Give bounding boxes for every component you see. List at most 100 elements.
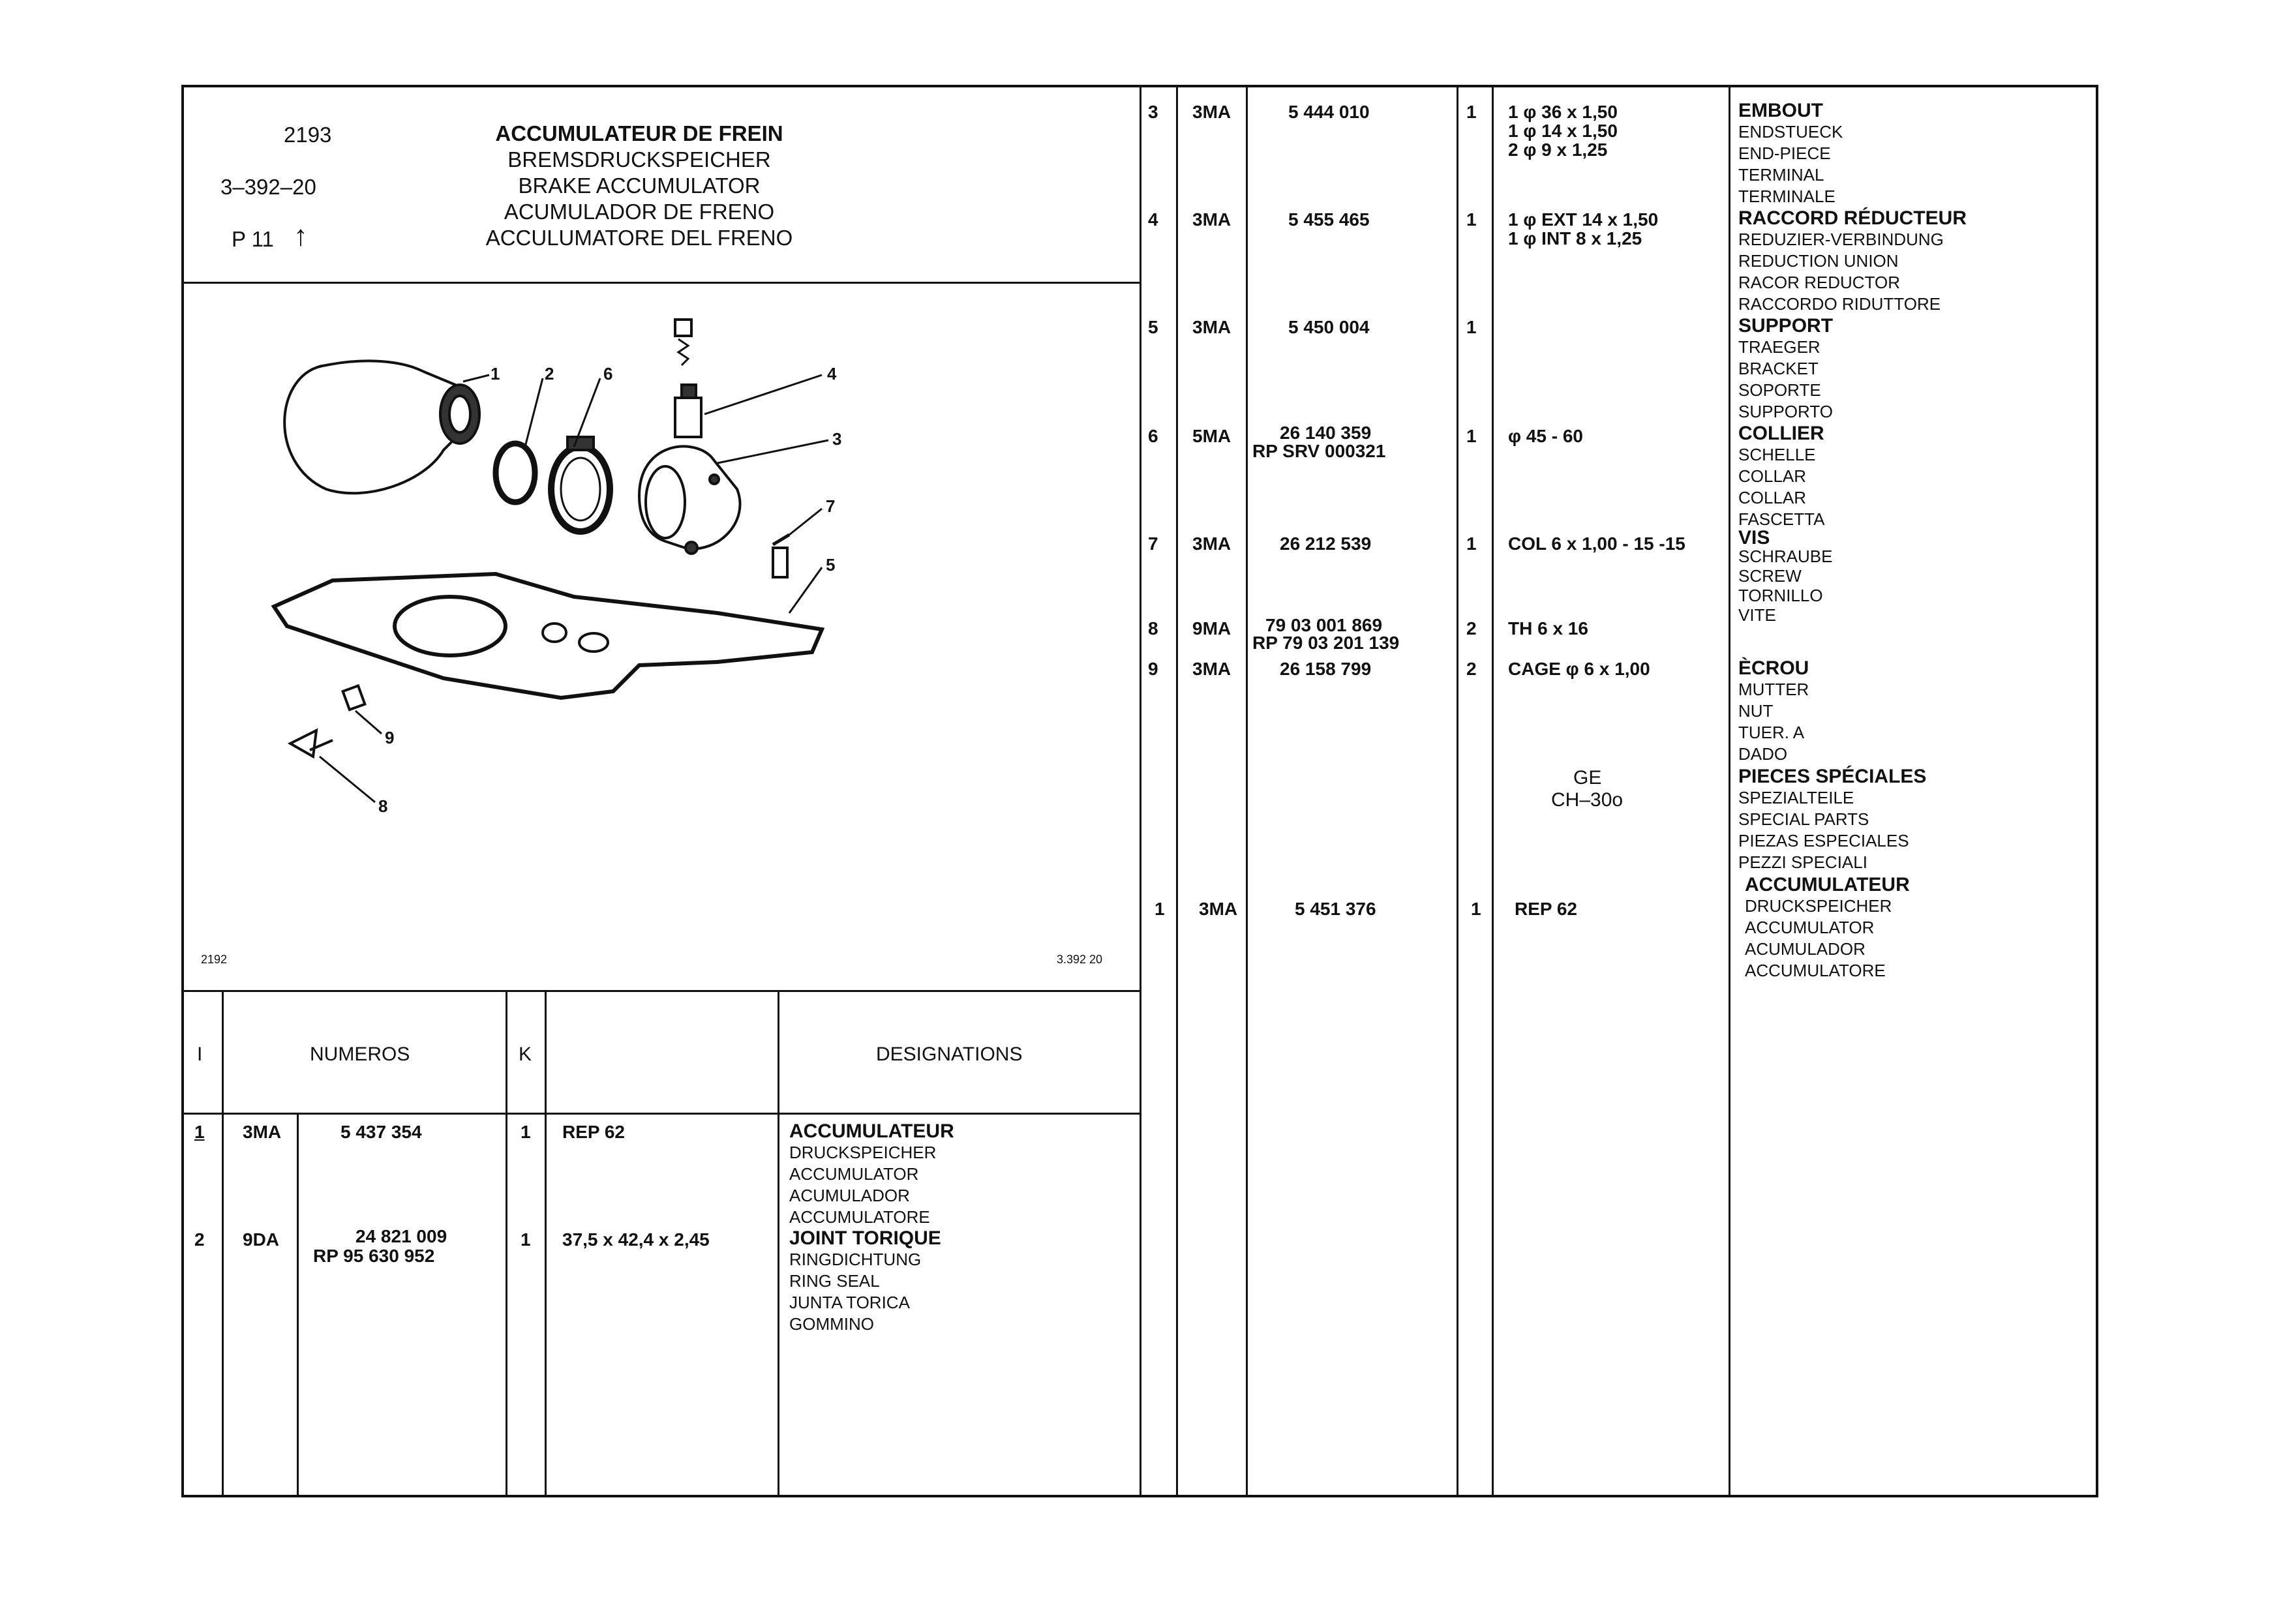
row-prefix: 3MA xyxy=(1192,317,1231,337)
designation-en: ACCUMULATOR xyxy=(789,1164,919,1184)
designation-es: TERMINAL xyxy=(1738,165,1824,185)
row-k: 2 xyxy=(1466,659,1477,679)
row-spec: REP 62 xyxy=(562,1122,625,1142)
divider-right-k xyxy=(1492,85,1494,1497)
designation-en: RING SEAL xyxy=(789,1271,880,1291)
row-number-alt: RP 79 03 201 139 xyxy=(1252,633,1400,653)
cage-nut-icon xyxy=(341,683,367,712)
row-spec-1: φ 45 - 60 xyxy=(1508,426,1583,446)
designation-fr: ÈCROU xyxy=(1738,657,1809,679)
designation-de: MUTTER xyxy=(1738,680,1809,699)
designation-en: COLLAR xyxy=(1738,466,1807,486)
designation-en: SPECIAL PARTS xyxy=(1738,809,1869,829)
divider-right-spec xyxy=(1729,85,1730,1497)
row-index: 1 xyxy=(1155,899,1165,919)
reducing-union-icon xyxy=(674,383,702,438)
callout-5: 5 xyxy=(826,555,835,575)
designation-es: TORNILLO xyxy=(1738,586,1823,605)
row-spec-2: CH–30o xyxy=(1551,789,1624,811)
row-index: 7 xyxy=(1148,533,1158,554)
row-prefix: 9DA xyxy=(243,1229,280,1250)
row-spec-1: TH 6 x 16 xyxy=(1508,618,1588,638)
designation-fr: COLLIER xyxy=(1738,423,1824,444)
designation-de: DRUCKSPEICHER xyxy=(789,1143,937,1162)
row-prefix: 9MA xyxy=(1192,618,1231,638)
designation-es: ACUMULADOR xyxy=(1745,939,1865,959)
divider-left-number xyxy=(506,990,507,1497)
row-designations: COLLIER SCHELLE COLLAR COLLAR FASCETTA xyxy=(1738,423,1824,530)
support-bracket-icon xyxy=(271,571,825,700)
row-index: 9 xyxy=(1148,659,1158,679)
designation-fr: PIECES SPÉCIALES xyxy=(1738,766,1927,787)
row-spec-1: REP 62 xyxy=(1515,899,1577,919)
designation-en: SCREW xyxy=(1738,566,1802,586)
row-spec: 37,5 x 42,4 x 2,45 xyxy=(562,1229,710,1250)
exploded-parts-diagram: 1 2 6 4 3 7 5 9 8 xyxy=(271,318,841,816)
callout-1: 1 xyxy=(491,364,500,383)
designation-de: RINGDICHTUNG xyxy=(789,1250,922,1269)
row-designations: ACCUMULATEUR DRUCKSPEICHER ACCUMULATOR A… xyxy=(789,1120,954,1228)
divider-main xyxy=(1140,85,1141,1497)
col-header-numeros: NUMEROS xyxy=(310,1044,410,1065)
designation-en: END-PIECE xyxy=(1738,143,1831,163)
row-prefix: 3MA xyxy=(1192,659,1231,679)
designation-fr: SUPPORT xyxy=(1738,315,1834,337)
divider-right-number xyxy=(1457,85,1458,1497)
row-prefix: 3MA xyxy=(1192,209,1231,230)
row-spec-3: 2 φ 9 x 1,25 xyxy=(1508,140,1608,160)
row-k: 1 xyxy=(521,1229,531,1250)
designation-es: ACUMULADOR xyxy=(789,1186,910,1205)
callout-4: 4 xyxy=(827,364,837,383)
row-k: 1 xyxy=(1466,533,1477,554)
row-prefix: 3MA xyxy=(1192,102,1231,122)
end-piece-icon xyxy=(637,445,742,555)
callout-8: 8 xyxy=(378,796,387,816)
collar-clamp-icon xyxy=(548,436,613,535)
row-number: 26 140 359 xyxy=(1280,423,1372,443)
row-spec-1: GE xyxy=(1573,767,1602,788)
row-k: 1 xyxy=(521,1122,531,1142)
designation-de: REDUZIER-VERBINDUNG xyxy=(1738,230,1944,249)
designation-fr: ACCUMULATEUR xyxy=(789,1120,954,1142)
col-header-k: K xyxy=(519,1044,532,1065)
designation-it: RACCORDO RIDUTTORE xyxy=(1738,294,1941,314)
designation-en: ACCUMULATOR xyxy=(1745,918,1875,937)
designation-fr: EMBOUT xyxy=(1738,100,1823,121)
designation-es: COLLAR xyxy=(1738,488,1807,507)
title-de: BREMSDRUCKSPEICHER xyxy=(507,147,771,172)
designation-fr: ACCUMULATEUR xyxy=(1745,874,1910,895)
row-designations: PIECES SPÉCIALES SPEZIALTEILE SPECIAL PA… xyxy=(1738,766,1926,873)
designation-de: TRAEGER xyxy=(1738,337,1820,357)
designation-fr: VIS xyxy=(1738,527,1770,548)
designation-en: NUT xyxy=(1738,701,1774,721)
row-index: 3 xyxy=(1148,102,1158,122)
row-index: 2 xyxy=(194,1229,205,1250)
ref-code: 3–392–20 xyxy=(220,175,316,199)
designation-it: TERMINALE xyxy=(1738,187,1835,206)
row-k: 1 xyxy=(1466,426,1477,446)
page-arrow-icon: ↑ xyxy=(294,220,308,252)
designation-de: ENDSTUECK xyxy=(1738,122,1843,142)
designation-de: SCHELLE xyxy=(1738,445,1816,464)
callout-7: 7 xyxy=(826,496,835,516)
designation-es: RACOR REDUCTOR xyxy=(1738,273,1900,292)
row-designations: JOINT TORIQUE RINGDICHTUNG RING SEAL JUN… xyxy=(789,1227,941,1335)
designation-en: BRACKET xyxy=(1738,359,1819,378)
row-number: 24 821 009 xyxy=(355,1226,447,1246)
row-designations: ACCUMULATEUR DRUCKSPEICHER ACCUMULATOR A… xyxy=(1745,874,1910,982)
row-designations: EMBOUT ENDSTUECK END-PIECE TERMINAL TERM… xyxy=(1738,100,1843,207)
screw-icon xyxy=(772,533,791,578)
row-index: 8 xyxy=(1148,618,1158,638)
row-k: 1 xyxy=(1466,102,1477,122)
row-designations: VIS SCHRAUBE SCREW TORNILLO VITE xyxy=(1738,527,1832,625)
row-spec-1: CAGE φ 6 x 1,00 xyxy=(1508,659,1650,679)
callout-3: 3 xyxy=(832,429,841,449)
header-divider xyxy=(181,282,1140,284)
row-index: 4 xyxy=(1148,209,1158,230)
designation-de: DRUCKSPEICHER xyxy=(1745,896,1892,916)
row-spec-1: COL 6 x 1,00 - 15 -15 xyxy=(1508,533,1685,554)
accumulator-sphere-icon xyxy=(283,359,481,495)
row-designations: RACCORD RÉDUCTEUR REDUZIER-VERBINDUNG RE… xyxy=(1738,207,1967,315)
designation-it: DADO xyxy=(1738,744,1788,764)
title-en: BRAKE ACCUMULATOR xyxy=(518,173,761,198)
